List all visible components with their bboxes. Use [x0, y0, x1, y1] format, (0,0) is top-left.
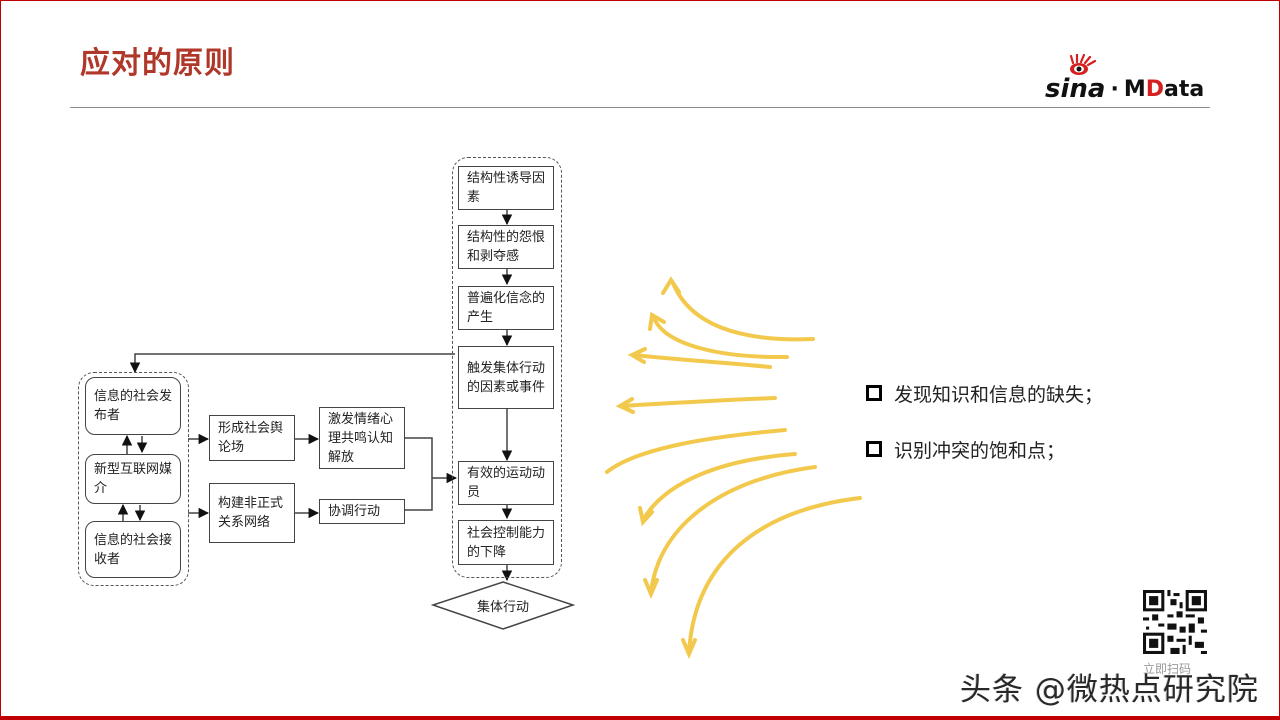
node-generalized-belief: 普遍化信念的产生 [458, 286, 554, 330]
node-control-decline: 社会控制能力的下降 [458, 520, 554, 565]
causal-chain-group [452, 157, 562, 578]
qr-code-icon[interactable] [1143, 590, 1207, 654]
node-receiver: 信息的社会接收者 [85, 521, 181, 578]
sina-text: sina [1045, 74, 1106, 104]
principle-text: 发现知识和信息的缺失； [894, 383, 1104, 406]
yellow-arrow [619, 396, 777, 408]
yellow-arrow [671, 281, 815, 342]
sina-wordmark: sina [1045, 54, 1106, 104]
yellow-arrow [632, 353, 772, 369]
yellow-arrow [687, 496, 862, 654]
node-coordinate-action: 协调行动 [319, 499, 405, 524]
square-bullet-icon [866, 385, 882, 401]
node-informal-network: 构建非正式关系网络 [209, 483, 295, 543]
yellow-arrow [652, 316, 789, 360]
logo-m: M [1123, 76, 1146, 102]
node-emotion-resonance: 激发情绪心理共鸣认知解放 [319, 407, 405, 469]
sina-eye-icon [1069, 54, 1097, 75]
node-opinion-field: 形成社会舆论场 [209, 415, 295, 461]
node-structural-factors: 结构性诱导因素 [458, 166, 554, 210]
info-actors-group [78, 372, 189, 586]
node-mobilization: 有效的运动动员 [458, 461, 554, 505]
principle-text: 识别冲突的饱和点； [894, 439, 1066, 462]
node-collective-action: 集体行动 [476, 600, 529, 615]
principles-list: 发现知识和信息的缺失； 识别冲突的饱和点； [866, 378, 1103, 490]
node-publisher: 信息的社会发布者 [85, 377, 181, 435]
title-divider [70, 107, 1210, 108]
logo-ata: ata [1163, 76, 1205, 102]
node-grievance: 结构性的怨恨和剥夺感 [458, 225, 554, 269]
terminal-diamond [430, 581, 576, 630]
node-media: 新型互联网媒介 [85, 454, 181, 504]
slide-title: 应对的原则 [80, 46, 235, 81]
qr-caption: 立即扫码 [1143, 662, 1192, 676]
logo-d: D [1145, 76, 1164, 102]
logo-separator: · [1110, 76, 1119, 102]
yellow-arrow [641, 452, 797, 522]
feedback-arrow [129, 353, 455, 374]
node-trigger-event: 触发集体行动的因素或事件 [458, 346, 554, 409]
square-bullet-icon [866, 441, 882, 457]
principle-item: 识别冲突的饱和点； [866, 434, 1103, 464]
bottom-accent-bar [0, 716, 1280, 720]
principle-item: 发现知识和信息的缺失； [866, 378, 1103, 408]
yellow-arrow [605, 428, 787, 474]
toutiao-watermark: 头条 @微热点研究院 [960, 672, 1259, 708]
yellow-arrow [649, 465, 817, 594]
